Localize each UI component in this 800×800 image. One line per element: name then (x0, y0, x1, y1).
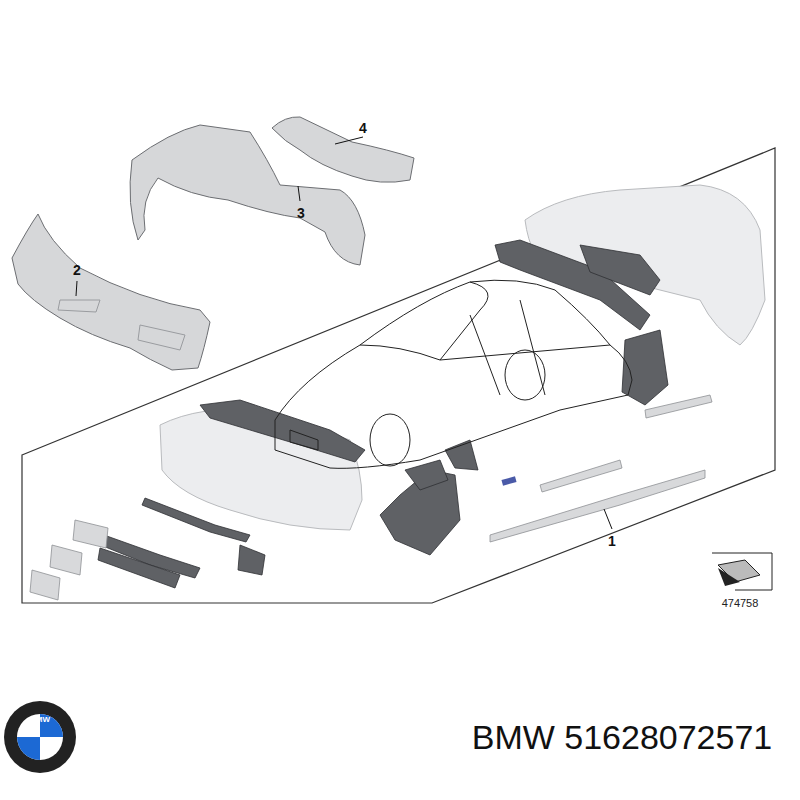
callout-number: 1 (608, 534, 616, 548)
front-bumper (12, 214, 210, 370)
view-arrow-icon (712, 553, 772, 590)
part-number: BMW 51628072571 (472, 720, 773, 754)
callout-number: 4 (359, 121, 367, 135)
assembly-frame (22, 148, 775, 603)
logo-text: BMW (30, 716, 50, 724)
callout-number: 3 (297, 206, 305, 220)
drawing-number: 474758 (722, 598, 759, 609)
callout-number: 2 (73, 263, 81, 277)
brand-logo (4, 701, 76, 773)
rear-diffuser (272, 117, 414, 182)
